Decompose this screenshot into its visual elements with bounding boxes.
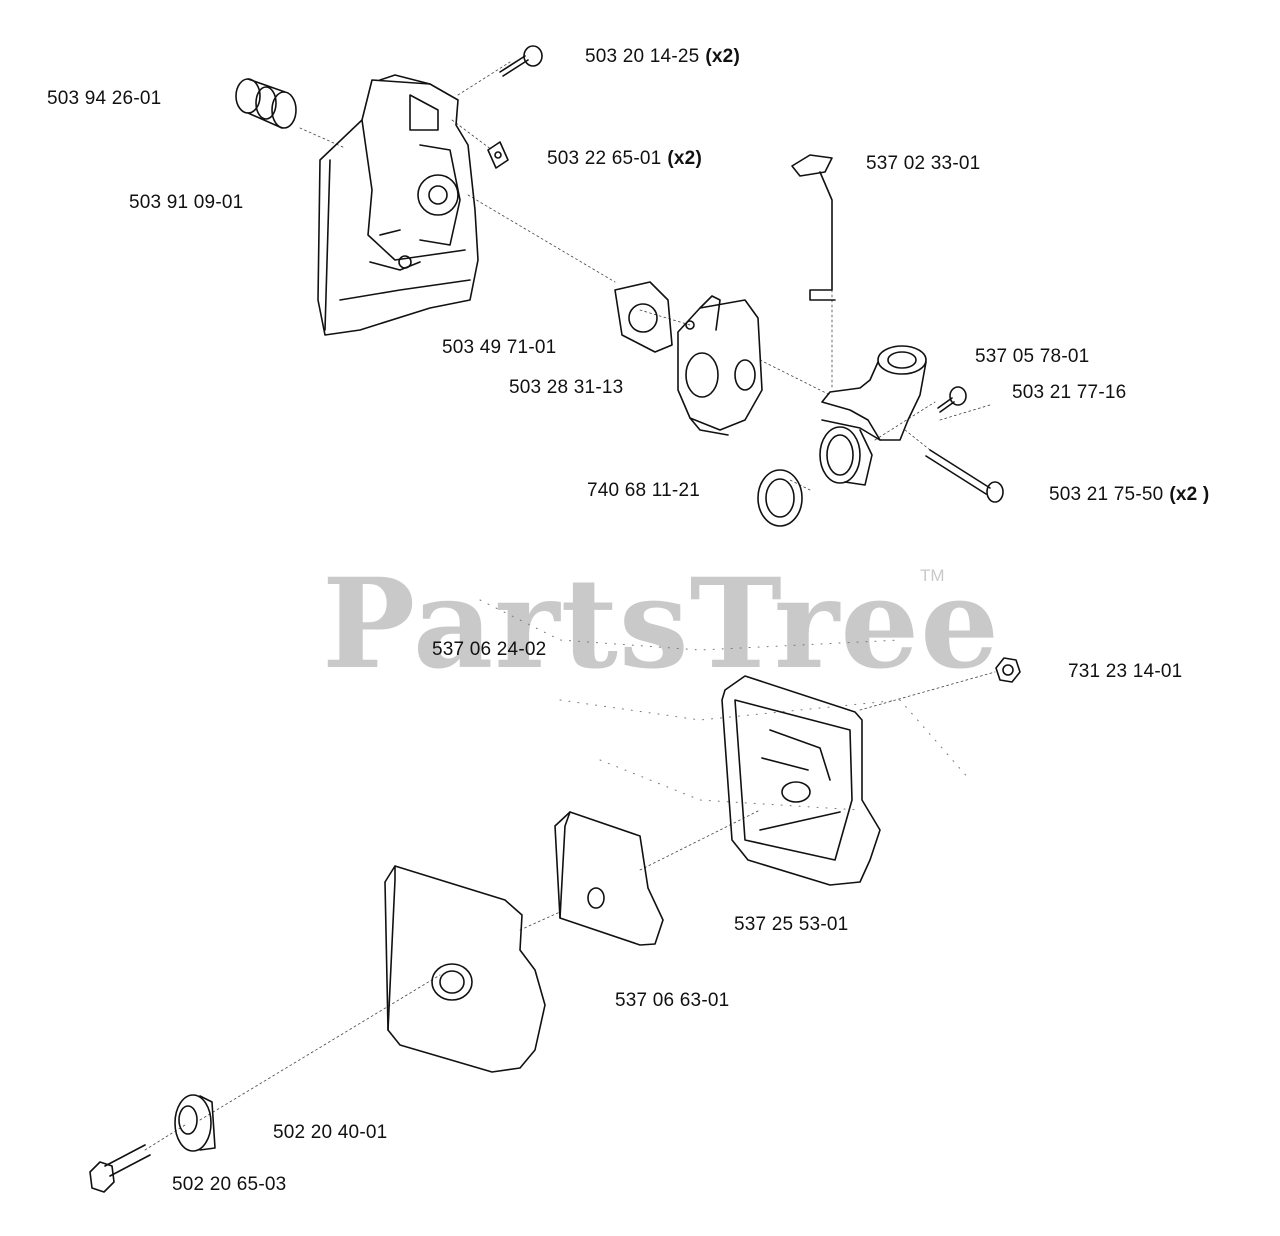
part-number: 537 05 78-01 bbox=[975, 346, 1090, 367]
label-carburetor: 503 28 31-13 bbox=[509, 377, 623, 399]
long-screw-part bbox=[925, 449, 1004, 503]
part-number: 503 21 75-50 bbox=[1049, 484, 1164, 505]
part-qty: (x2) bbox=[667, 148, 702, 169]
filter-holder-part bbox=[721, 675, 881, 886]
bushing-part bbox=[235, 78, 297, 129]
part-number: 537 06 24-02 bbox=[432, 639, 547, 660]
part-number: 503 22 65-01 bbox=[547, 148, 662, 169]
part-qty: (x2) bbox=[705, 46, 740, 67]
part-number: 503 21 77-16 bbox=[1012, 382, 1127, 403]
label-filter-element: 537 06 63-01 bbox=[615, 990, 729, 1012]
partstree-watermark: PartsTree bbox=[322, 552, 1001, 697]
screw-top-part bbox=[499, 45, 543, 77]
label-gasket: 503 49 71-01 bbox=[442, 337, 556, 359]
label-bushing: 503 94 26-01 bbox=[47, 88, 161, 110]
small-screw-part bbox=[937, 386, 967, 413]
filter-element-part bbox=[554, 811, 664, 946]
label-washer-plate: 503 22 65-01(x2) bbox=[547, 148, 702, 170]
part-number: 503 91 09-01 bbox=[129, 192, 244, 213]
label-intake-elbow: 537 05 78-01 bbox=[975, 346, 1089, 368]
choke-rod-part bbox=[791, 154, 836, 301]
label-housing: 503 91 09-01 bbox=[129, 192, 243, 214]
housing-part bbox=[317, 74, 479, 336]
part-number: 503 94 26-01 bbox=[47, 88, 162, 109]
intake-elbow-part bbox=[819, 345, 927, 486]
label-ring-seal: 740 68 11-21 bbox=[587, 480, 700, 502]
part-number: 503 28 31-13 bbox=[509, 377, 624, 398]
part-number: 537 02 33-01 bbox=[866, 153, 981, 174]
ring-seal-part bbox=[757, 469, 803, 527]
part-number: 537 06 63-01 bbox=[615, 990, 730, 1011]
dotted-cover-outline bbox=[479, 599, 971, 811]
label-knob: 502 20 40-01 bbox=[273, 1122, 387, 1144]
part-number: 740 68 11-21 bbox=[587, 480, 700, 501]
gasket-part bbox=[614, 281, 673, 353]
knob-part bbox=[174, 1094, 216, 1152]
part-number: 502 20 65-03 bbox=[172, 1174, 287, 1195]
part-number: 537 25 53-01 bbox=[734, 914, 849, 935]
label-nut: 731 23 14-01 bbox=[1068, 661, 1182, 683]
label-filter-holder: 537 25 53-01 bbox=[734, 914, 848, 936]
part-number: 503 49 71-01 bbox=[442, 337, 557, 358]
label-bolt: 502 20 65-03 bbox=[172, 1174, 286, 1196]
assembly-lines bbox=[144, 61, 996, 1151]
bolt-part bbox=[89, 1144, 151, 1193]
label-filter-cover-assy: 537 06 24-02 bbox=[432, 639, 546, 661]
carburetor-part bbox=[677, 295, 763, 436]
label-small-screw: 503 21 77-16 bbox=[1012, 382, 1126, 404]
label-screw-top: 503 20 14-25(x2) bbox=[585, 46, 740, 68]
part-qty: (x2 ) bbox=[1169, 484, 1210, 505]
washer-plate-part bbox=[487, 141, 509, 169]
filter-cover-part bbox=[384, 865, 546, 1073]
part-number: 502 20 40-01 bbox=[273, 1122, 388, 1143]
trademark-symbol: TM bbox=[920, 566, 945, 585]
label-long-screw: 503 21 75-50(x2 ) bbox=[1049, 484, 1209, 506]
nut-part bbox=[995, 657, 1021, 683]
part-number: 503 20 14-25 bbox=[585, 46, 700, 67]
part-number: 731 23 14-01 bbox=[1068, 661, 1183, 682]
label-choke-knob: 537 02 33-01 bbox=[866, 153, 980, 175]
